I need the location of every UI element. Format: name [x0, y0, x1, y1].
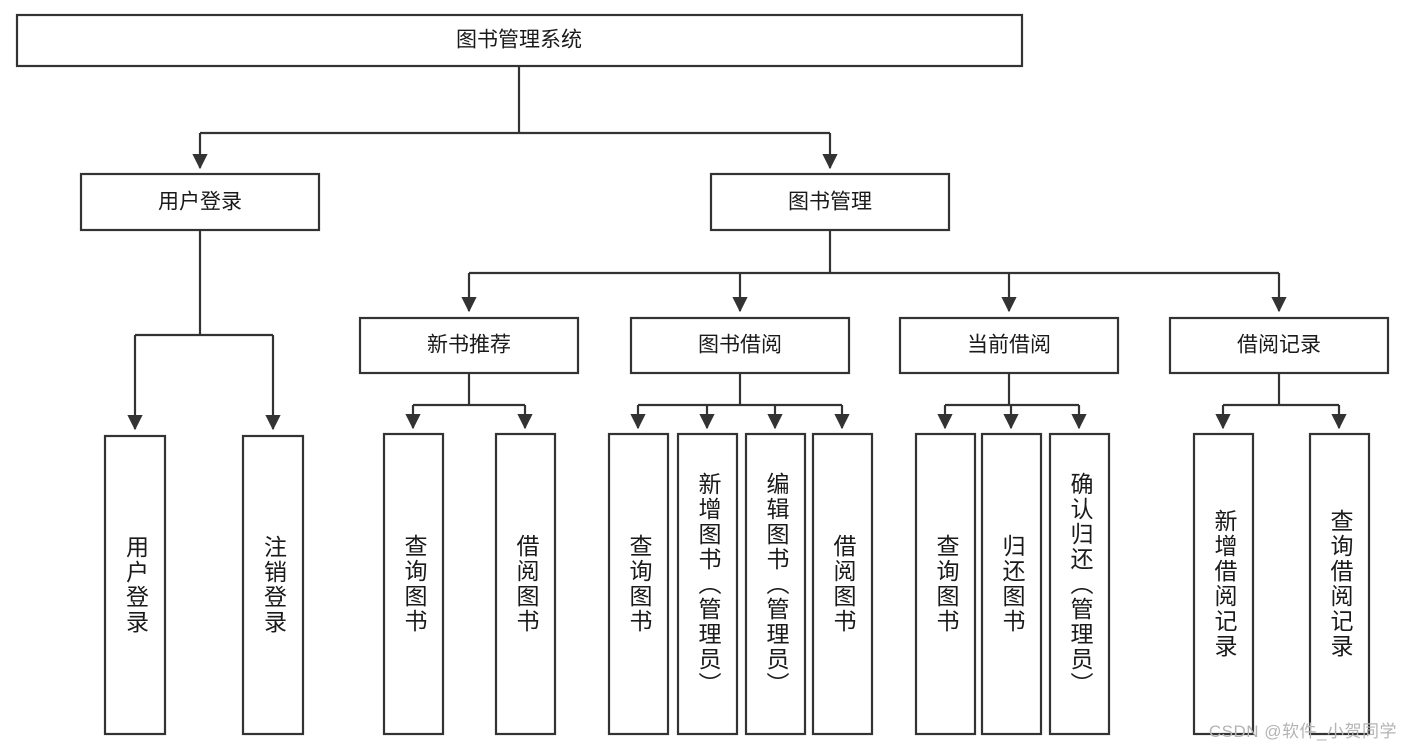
- leaf-borrow-record-2[interactable]: [1308, 432, 1371, 736]
- watermark-text: CSDN @软件_小贺同学: [1208, 722, 1397, 741]
- node-root-book-management-system[interactable]: [15, 13, 1024, 68]
- leaf-user-login-1[interactable]: [103, 434, 167, 736]
- node-new-book-recommend[interactable]: [358, 316, 580, 375]
- leaf-current-borrow-3[interactable]: [1048, 432, 1111, 736]
- leaf-new-book-2[interactable]: [494, 432, 557, 736]
- leaf-new-book-1[interactable]: [382, 432, 445, 736]
- leaf-current-borrow-1[interactable]: [914, 432, 977, 736]
- leaf-book-borrow-2[interactable]: [676, 432, 739, 736]
- node-root-label: 图书管理系统: [456, 29, 582, 52]
- leaf-book-borrow-1[interactable]: [607, 432, 670, 736]
- leaf-user-login-2[interactable]: [241, 434, 305, 736]
- node-borrow-record-label: 借阅记录: [1237, 334, 1321, 357]
- node-current-borrow[interactable]: [898, 316, 1120, 375]
- leaf-current-borrow-2[interactable]: [980, 432, 1043, 736]
- node-book-management[interactable]: [709, 172, 951, 232]
- node-book-management-label: 图书管理: [788, 191, 872, 214]
- node-current-borrow-label: 当前借阅: [967, 334, 1051, 357]
- node-user-login-label: 用户登录: [158, 191, 242, 214]
- node-new-book-recommend-label: 新书推荐: [427, 334, 511, 357]
- leaf-book-borrow-3[interactable]: [744, 432, 807, 736]
- node-book-borrow-label: 图书借阅: [698, 334, 782, 357]
- leaf-book-borrow-4[interactable]: [811, 432, 874, 736]
- node-borrow-record[interactable]: [1168, 316, 1390, 375]
- leaf-borrow-record-1[interactable]: [1192, 432, 1255, 736]
- node-book-borrow[interactable]: [629, 316, 851, 375]
